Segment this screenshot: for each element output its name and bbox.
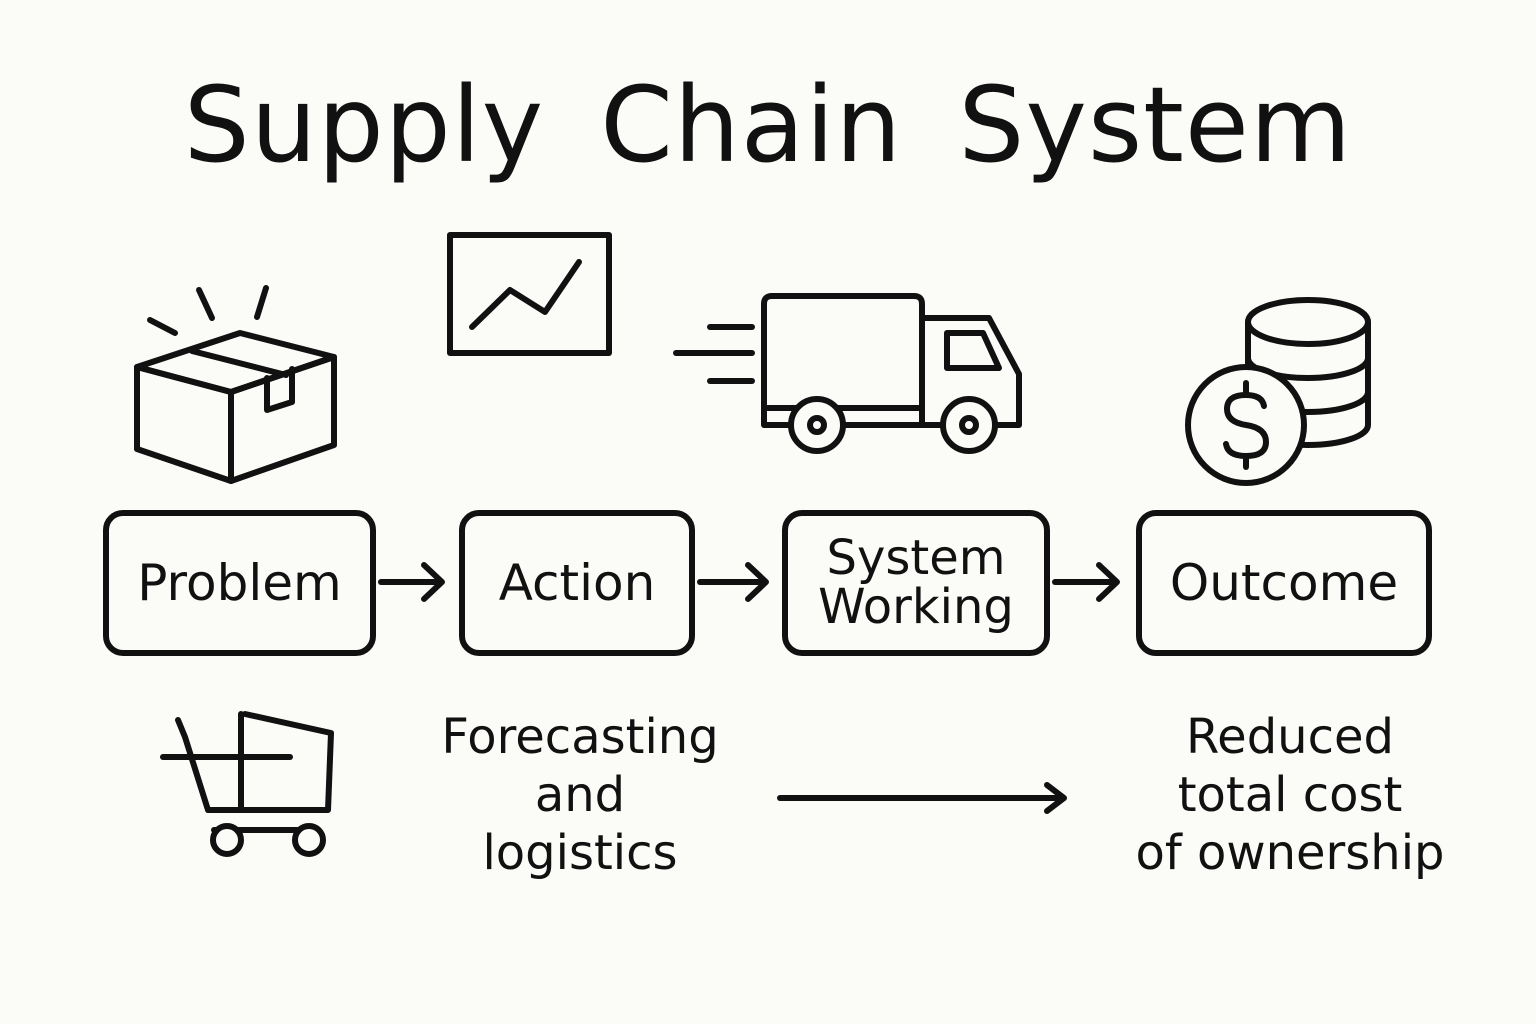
caption-outcome-line-1: Reduced xyxy=(1185,709,1394,765)
diagram-title: Supply Chain System xyxy=(183,64,1353,186)
caption-outcome: Reduced total cost of ownership xyxy=(1100,708,1480,882)
step-box-system-working: System Working xyxy=(782,510,1050,656)
step-label-system-line-1: System xyxy=(826,530,1006,587)
caption-outcome-line-3: of ownership xyxy=(1135,825,1445,881)
flow-arrow-2 xyxy=(697,562,769,602)
step-label-action: Action xyxy=(498,553,656,612)
flow-arrow-1 xyxy=(378,562,445,602)
step-label-problem: Problem xyxy=(137,553,342,612)
step-label-outcome: Outcome xyxy=(1169,553,1399,612)
caption-action: Forecasting and logistics xyxy=(400,708,760,882)
caption-outcome-line-2: total cost xyxy=(1177,767,1403,823)
step-box-action: Action xyxy=(459,510,695,656)
flow-arrow-3 xyxy=(1052,562,1120,602)
open-box-icon xyxy=(134,285,337,484)
moving-truck-icon xyxy=(673,293,1022,454)
bottom-arrow xyxy=(777,782,1067,814)
step-label-system-line-2: Working xyxy=(818,579,1014,635)
shopping-cart-icon xyxy=(160,711,334,857)
coins-dollar-icon xyxy=(1185,297,1371,486)
caption-action-line-1: Forecasting xyxy=(441,709,719,765)
step-box-problem: Problem xyxy=(103,510,376,656)
line-chart-icon xyxy=(447,232,612,356)
caption-action-line-3: logistics xyxy=(482,825,678,881)
caption-action-line-2: and xyxy=(534,767,626,823)
step-box-outcome: Outcome xyxy=(1136,510,1432,656)
